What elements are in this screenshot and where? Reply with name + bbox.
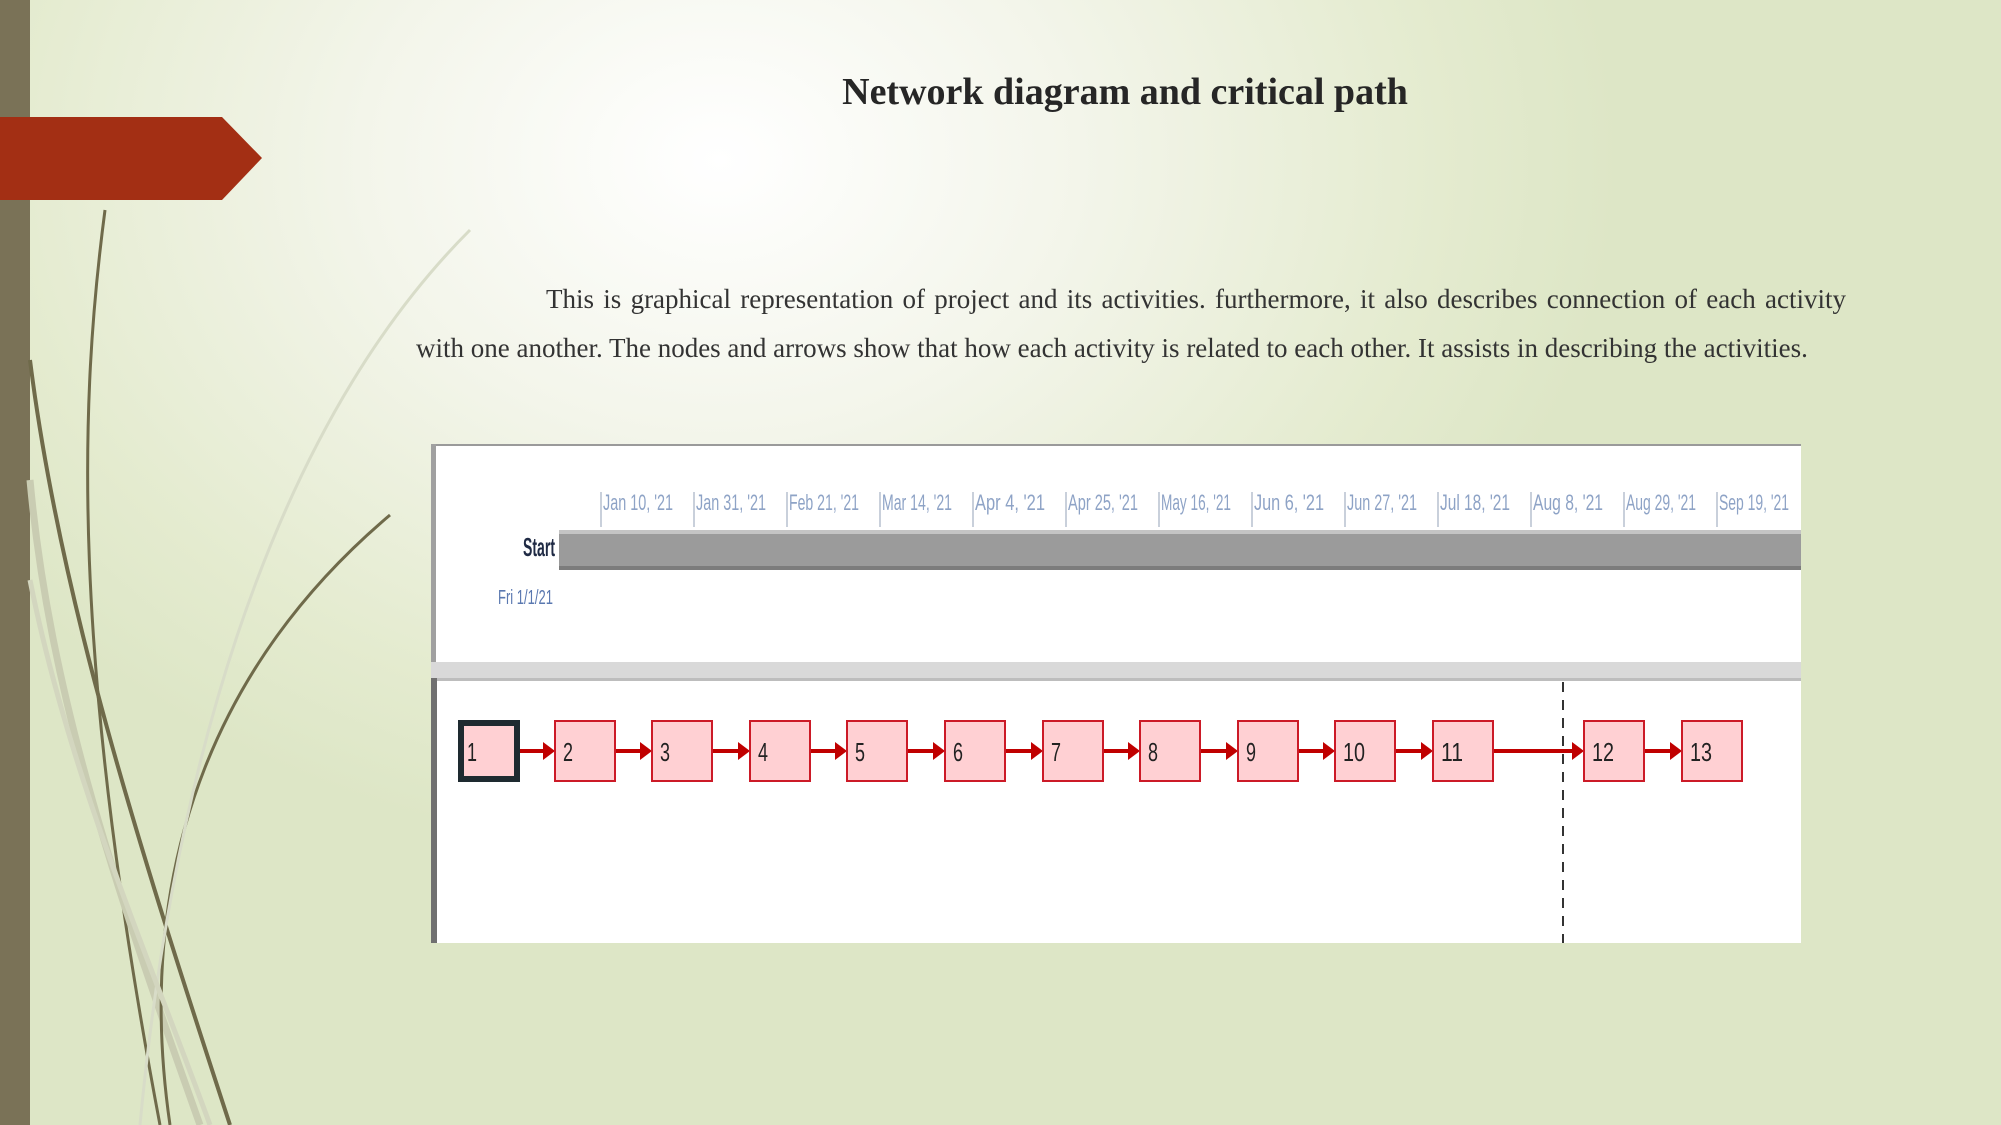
arrow-head — [1323, 742, 1335, 760]
network-node-label: 13 — [1690, 737, 1712, 767]
network-node-box — [1681, 720, 1743, 782]
network-node-label: 7 — [1051, 737, 1061, 767]
arrow-head — [835, 742, 847, 760]
timeline-tick-label: Jun 6, '21 — [1254, 490, 1324, 515]
timeline-tick-label: Aug 29, '21 — [1626, 490, 1696, 515]
timeline-tick-label: Feb 21, '21 — [789, 490, 859, 515]
network-diagram-canvas: Jan 10, '21 Jan 31, '21 Feb 21, '21 Mar 14,… — [431, 444, 1801, 943]
arrow-head — [1670, 742, 1682, 760]
timeline-bar-highlight — [559, 530, 1801, 534]
network-node-box — [1042, 720, 1104, 782]
arrow-head — [1226, 742, 1238, 760]
network-node-box — [651, 720, 713, 782]
arrow-head — [738, 742, 750, 760]
timeline-tick-label: Jan 10, '21 — [603, 490, 673, 515]
arrow-head — [640, 742, 652, 760]
arrow-head — [1572, 742, 1584, 760]
timeline-tick-label: Sep 19, '21 — [1719, 490, 1789, 515]
timeline-tick-label: May 16, '21 — [1161, 490, 1231, 515]
arrow-head — [933, 742, 945, 760]
timeline-tick-label: Jun 27, '21 — [1347, 490, 1417, 515]
timeline-tick-label: Jul 18, '21 — [1440, 490, 1510, 515]
timeline-tick-label: Apr 4, '21 — [975, 490, 1045, 515]
network-node-label: 8 — [1148, 737, 1158, 767]
network-node-label: 6 — [953, 737, 963, 767]
timeline-tick-label: Mar 14, '21 — [882, 490, 952, 515]
network-node-box — [944, 720, 1006, 782]
slide-title: Network diagram and critical path — [842, 71, 1408, 113]
network-node-label: 2 — [563, 737, 573, 767]
network-node-label: 9 — [1246, 737, 1256, 767]
network-node-label: 11 — [1441, 737, 1463, 767]
timeline-bar-shadow — [559, 566, 1801, 570]
network-node-box — [1432, 720, 1494, 782]
network-left-border — [431, 678, 437, 943]
pane-divider — [431, 662, 1801, 678]
network-node-box — [554, 720, 616, 782]
network-node-label: 4 — [758, 737, 768, 767]
arrow-head — [543, 742, 555, 760]
network-node-label: 12 — [1592, 737, 1614, 767]
decorative-grass-strokes — [26, 209, 472, 1125]
network-node-label: 3 — [660, 737, 670, 767]
arrow-head — [1128, 742, 1140, 760]
network-node-box — [846, 720, 908, 782]
paragraph-text: This is graphical representation of proj… — [416, 284, 1846, 363]
network-node-box — [1334, 720, 1396, 782]
network-node-box — [749, 720, 811, 782]
timeline-tick-label: Jan 31, '21 — [696, 490, 766, 515]
timeline-start-date: Fri 1/1/21 — [498, 587, 553, 609]
timeline-tick-label: Aug 8, '21 — [1533, 490, 1603, 515]
timeline-left-border — [431, 444, 436, 664]
network-node-box — [1583, 720, 1645, 782]
network-node-label: 5 — [855, 737, 865, 767]
arrow-head — [1031, 742, 1043, 760]
arrow-head — [1421, 742, 1433, 760]
selected-node-outline — [458, 720, 520, 782]
network-node-label: 1 — [467, 737, 477, 767]
network-diagram-screenshot: Jan 10, '21 Jan 31, '21 Feb 21, '21 Mar 14,… — [431, 444, 1801, 943]
timeline-top-border — [431, 444, 1801, 446]
network-node-box — [1139, 720, 1201, 782]
timeline-tick-label: Apr 25, '21 — [1068, 490, 1138, 515]
timeline-bar — [559, 530, 1801, 570]
red-arrow-tab — [0, 117, 262, 200]
network-top-border — [431, 678, 1801, 681]
timeline-start-label: Start — [523, 532, 555, 562]
network-node-box — [1237, 720, 1299, 782]
network-node-label: 10 — [1343, 737, 1365, 767]
body-paragraph: This is graphical representation of proj… — [416, 275, 1846, 373]
